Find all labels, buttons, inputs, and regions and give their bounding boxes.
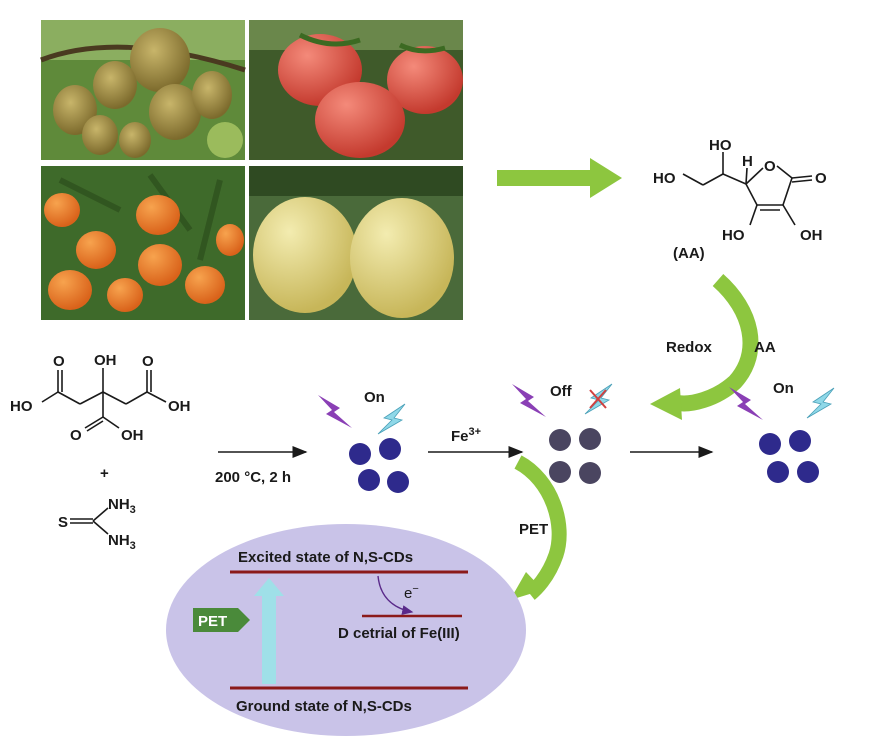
redox-label: Redox	[666, 339, 713, 356]
thiourea-atom-nh3-bottom: NH3	[108, 532, 136, 552]
carbon-dot-icon	[379, 438, 401, 460]
synthesis-condition: 200 °C, 2 h	[215, 469, 291, 486]
ca-atom-ho-left: HO	[10, 398, 33, 415]
carbon-dot-icon	[349, 443, 371, 465]
ground-state-label: Ground state of N,S-CDs	[236, 698, 412, 715]
state-off-label: Off	[550, 383, 573, 400]
excited-state-label: Excited state of N,S-CDs	[238, 549, 413, 566]
electron-label: e−	[404, 583, 419, 602]
carbon-dot-icon	[387, 471, 409, 493]
carbon-dot-icon	[579, 428, 601, 450]
carbon-dot-icon	[358, 469, 380, 491]
lightning-icon	[806, 387, 835, 419]
carbon-dot-icon	[549, 429, 571, 451]
aa-atom-ho-bottom: HO	[722, 227, 745, 244]
cross-icon	[589, 389, 607, 409]
ca-atom-o3: O	[70, 427, 82, 444]
kiwi-photo	[40, 20, 246, 160]
pet-curved-arrow	[510, 455, 567, 600]
carbon-dot-icon	[789, 430, 811, 452]
citric-acid-structure	[41, 368, 167, 432]
excitation-arrow	[254, 578, 284, 684]
state-off	[512, 383, 613, 484]
lightning-icon	[318, 395, 352, 428]
aa-atom-ho-top: HO	[709, 137, 732, 154]
aa-label: (AA)	[673, 245, 705, 262]
state-on-initial	[318, 395, 409, 493]
carbon-dot-icon	[759, 433, 781, 455]
tomato-photo	[249, 20, 463, 160]
fruit-photos	[40, 20, 463, 320]
state-on-recovered	[729, 387, 835, 483]
aa-atom-ho-left: HO	[653, 170, 676, 187]
ca-atom-oh-top: OH	[94, 352, 117, 369]
electron-transfer-arrow	[377, 575, 414, 615]
thiourea-atom-nh3-top: NH3	[108, 496, 136, 516]
ca-atom-o2: O	[142, 353, 154, 370]
thiourea-structure	[70, 507, 109, 535]
aa-atom-h: H	[742, 153, 753, 170]
carbon-dot-icon	[767, 461, 789, 483]
thiourea-atom-s: S	[58, 514, 68, 531]
fe-label: Fe3+	[451, 426, 481, 445]
green-arrow-to-aa	[497, 158, 622, 198]
lightning-icon	[377, 403, 406, 435]
ascorbic-acid-labels: HO H O O HO HO OH (AA)	[653, 137, 827, 262]
state-on-label-1: On	[364, 389, 385, 406]
lightning-icon	[512, 384, 546, 417]
energy-diagram	[166, 524, 526, 736]
carbon-dot-icon	[579, 462, 601, 484]
mandarin-photo	[41, 166, 245, 320]
ca-atom-oh-bottom: OH	[121, 427, 144, 444]
pear-photo	[249, 166, 463, 320]
plus-sign: +	[100, 465, 109, 482]
ca-atom-o1: O	[53, 353, 65, 370]
state-on-label-2: On	[773, 380, 794, 397]
acceptor-label: D cetrial of Fe(III)	[338, 625, 460, 642]
redox-curved-arrow	[650, 274, 759, 420]
ascorbic-acid-structure	[682, 152, 813, 226]
citric-acid-labels: O OH O HO OH O OH	[10, 352, 191, 444]
pet-label: PET	[519, 521, 548, 538]
aa-atom-o-carbonyl: O	[815, 170, 827, 187]
carbon-dot-icon	[797, 461, 819, 483]
pet-tag	[193, 608, 250, 632]
lightning-icon	[729, 387, 763, 420]
ca-atom-oh-right: OH	[168, 398, 191, 415]
carbon-dot-icon	[549, 461, 571, 483]
thiourea-labels: S NH3 NH3	[58, 496, 136, 552]
aa-reagent-label: AA	[754, 339, 776, 356]
aa-atom-o-ring: O	[764, 158, 776, 175]
aa-atom-oh-bottom: OH	[800, 227, 823, 244]
pet-tag-label: PET	[198, 613, 227, 630]
